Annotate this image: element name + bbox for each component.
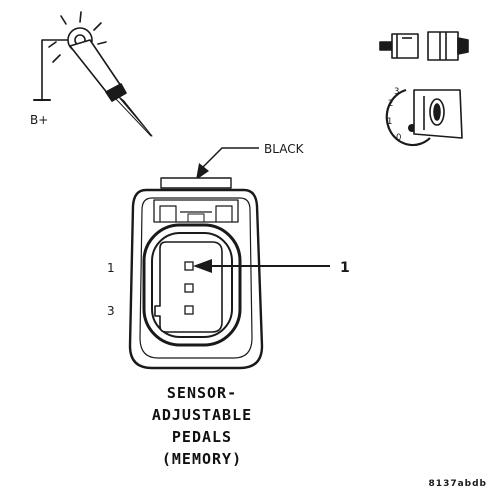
callout-arrow <box>193 259 330 273</box>
cavity-3 <box>184 305 194 315</box>
cavity-2 <box>184 283 194 293</box>
key-position-3: 3 <box>394 87 399 97</box>
title-line-4: (MEMORY) <box>162 450 242 468</box>
ignition-key-switch-icon <box>385 88 463 147</box>
test-light-probe-icon <box>33 11 153 137</box>
key-position-0: 0 <box>396 133 401 143</box>
title-line-1: SENSOR- <box>167 384 237 402</box>
color-leader-line <box>196 147 259 180</box>
title-line-3: PEDALS <box>172 428 232 446</box>
pin-label-3: 3 <box>107 304 115 318</box>
figure-id: 8137abdb <box>429 479 487 489</box>
connector-color-label: BLACK <box>264 142 305 156</box>
disconnect-connector-icon <box>379 31 469 61</box>
cavity-1 <box>184 261 194 271</box>
callout-number: 1 <box>340 260 350 276</box>
connector-body <box>128 177 264 370</box>
title-line-2: ADJUSTABLE <box>152 406 252 424</box>
key-position-1: 1 <box>387 117 392 127</box>
pin-label-1: 1 <box>107 261 115 275</box>
key-position-2: 2 <box>388 99 393 109</box>
supply-label: B+ <box>30 113 48 127</box>
